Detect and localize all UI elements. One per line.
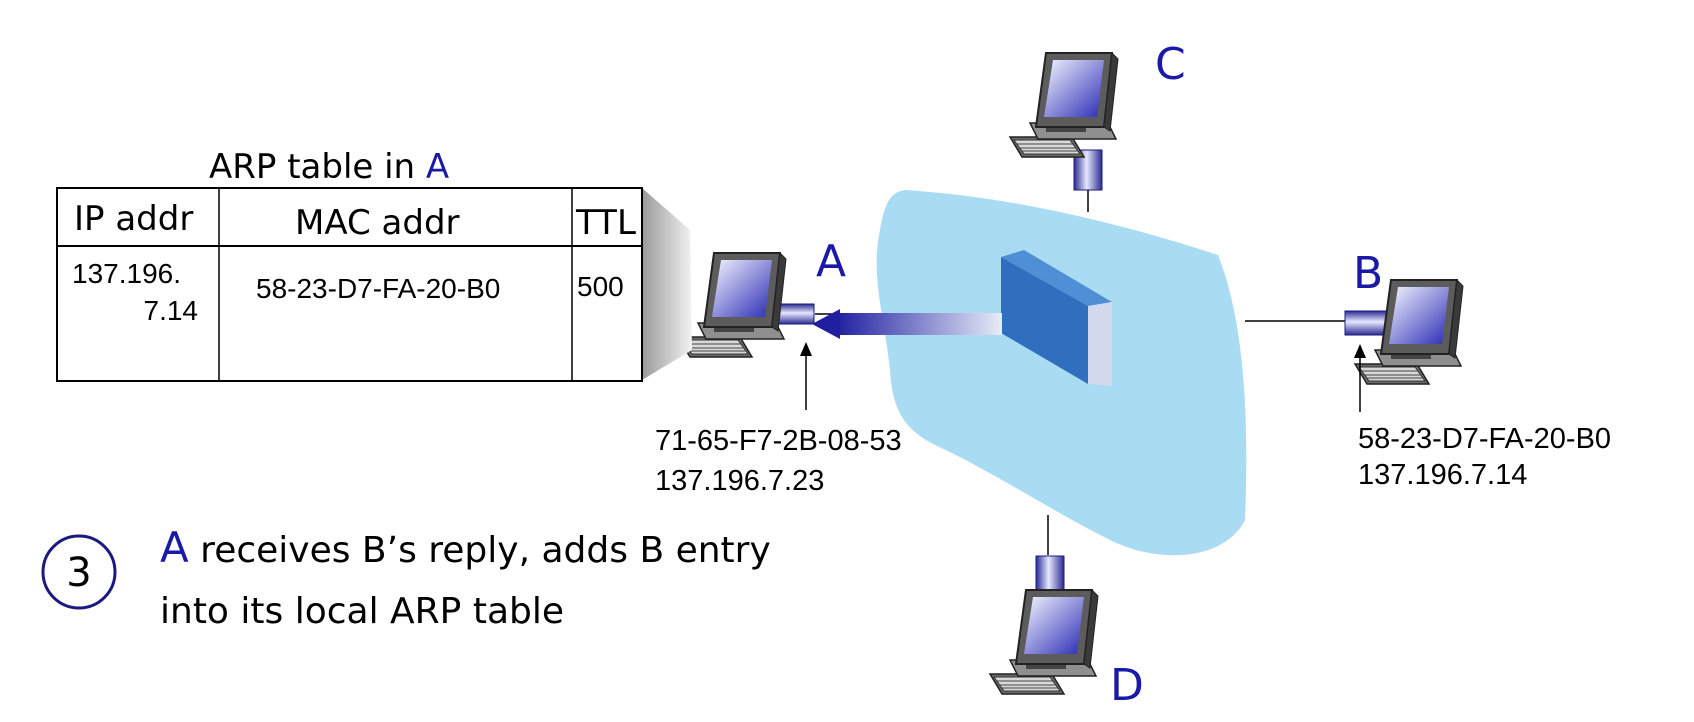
arp-table-title-node: A [426, 147, 449, 187]
switch-icon [1001, 250, 1112, 386]
arp-header-ttl: TTL [575, 203, 636, 243]
arp-row-mac: 58-23-D7-FA-20-B0 [256, 273, 500, 304]
computer-A-icon [677, 252, 787, 358]
node-A-ip: 137.196.7.23 [655, 465, 824, 497]
step-description-line1: A receives B’s reply, adds B entry [160, 523, 771, 572]
arp-table-title-prefix: ARP table in [209, 147, 426, 187]
arp-table [56, 187, 643, 382]
pointer-arrow-A [800, 342, 812, 410]
node-B-ip: 137.196.7.14 [1358, 459, 1527, 491]
arp-header-mac: MAC addr [295, 203, 460, 243]
node-label-D: D [1110, 660, 1144, 711]
network-cloud [876, 190, 1247, 556]
computer-C-icon [1009, 52, 1119, 158]
node-label-B: B [1353, 248, 1383, 299]
adapter-B [1344, 310, 1388, 336]
step-description-line2: into its local ARP table [160, 591, 564, 632]
arp-header-ip: IP addr [74, 199, 193, 239]
computer-D-icon [989, 589, 1099, 695]
step-line1-rest: receives B’s reply, adds B entry [189, 530, 771, 571]
step-subject: A [160, 523, 189, 572]
pointer-arrow-B [1354, 344, 1366, 412]
node-label-C: C [1155, 39, 1186, 90]
node-B-mac: 58-23-D7-FA-20-B0 [1358, 423, 1611, 455]
reply-arrow [812, 309, 1002, 339]
arp-row-ip-line1: 137.196. [72, 258, 181, 289]
step-number: 3 [66, 550, 91, 596]
arp-row-ttl: 500 [577, 271, 624, 302]
node-label-A: A [816, 236, 846, 287]
arp-row-ip-line2: 7.14 [144, 295, 199, 326]
step-number-badge [41, 534, 117, 610]
node-A-mac: 71-65-F7-2B-08-53 [655, 425, 902, 457]
table-callout-shadow [642, 188, 692, 380]
arp-table-title: ARP table in A [209, 147, 449, 187]
